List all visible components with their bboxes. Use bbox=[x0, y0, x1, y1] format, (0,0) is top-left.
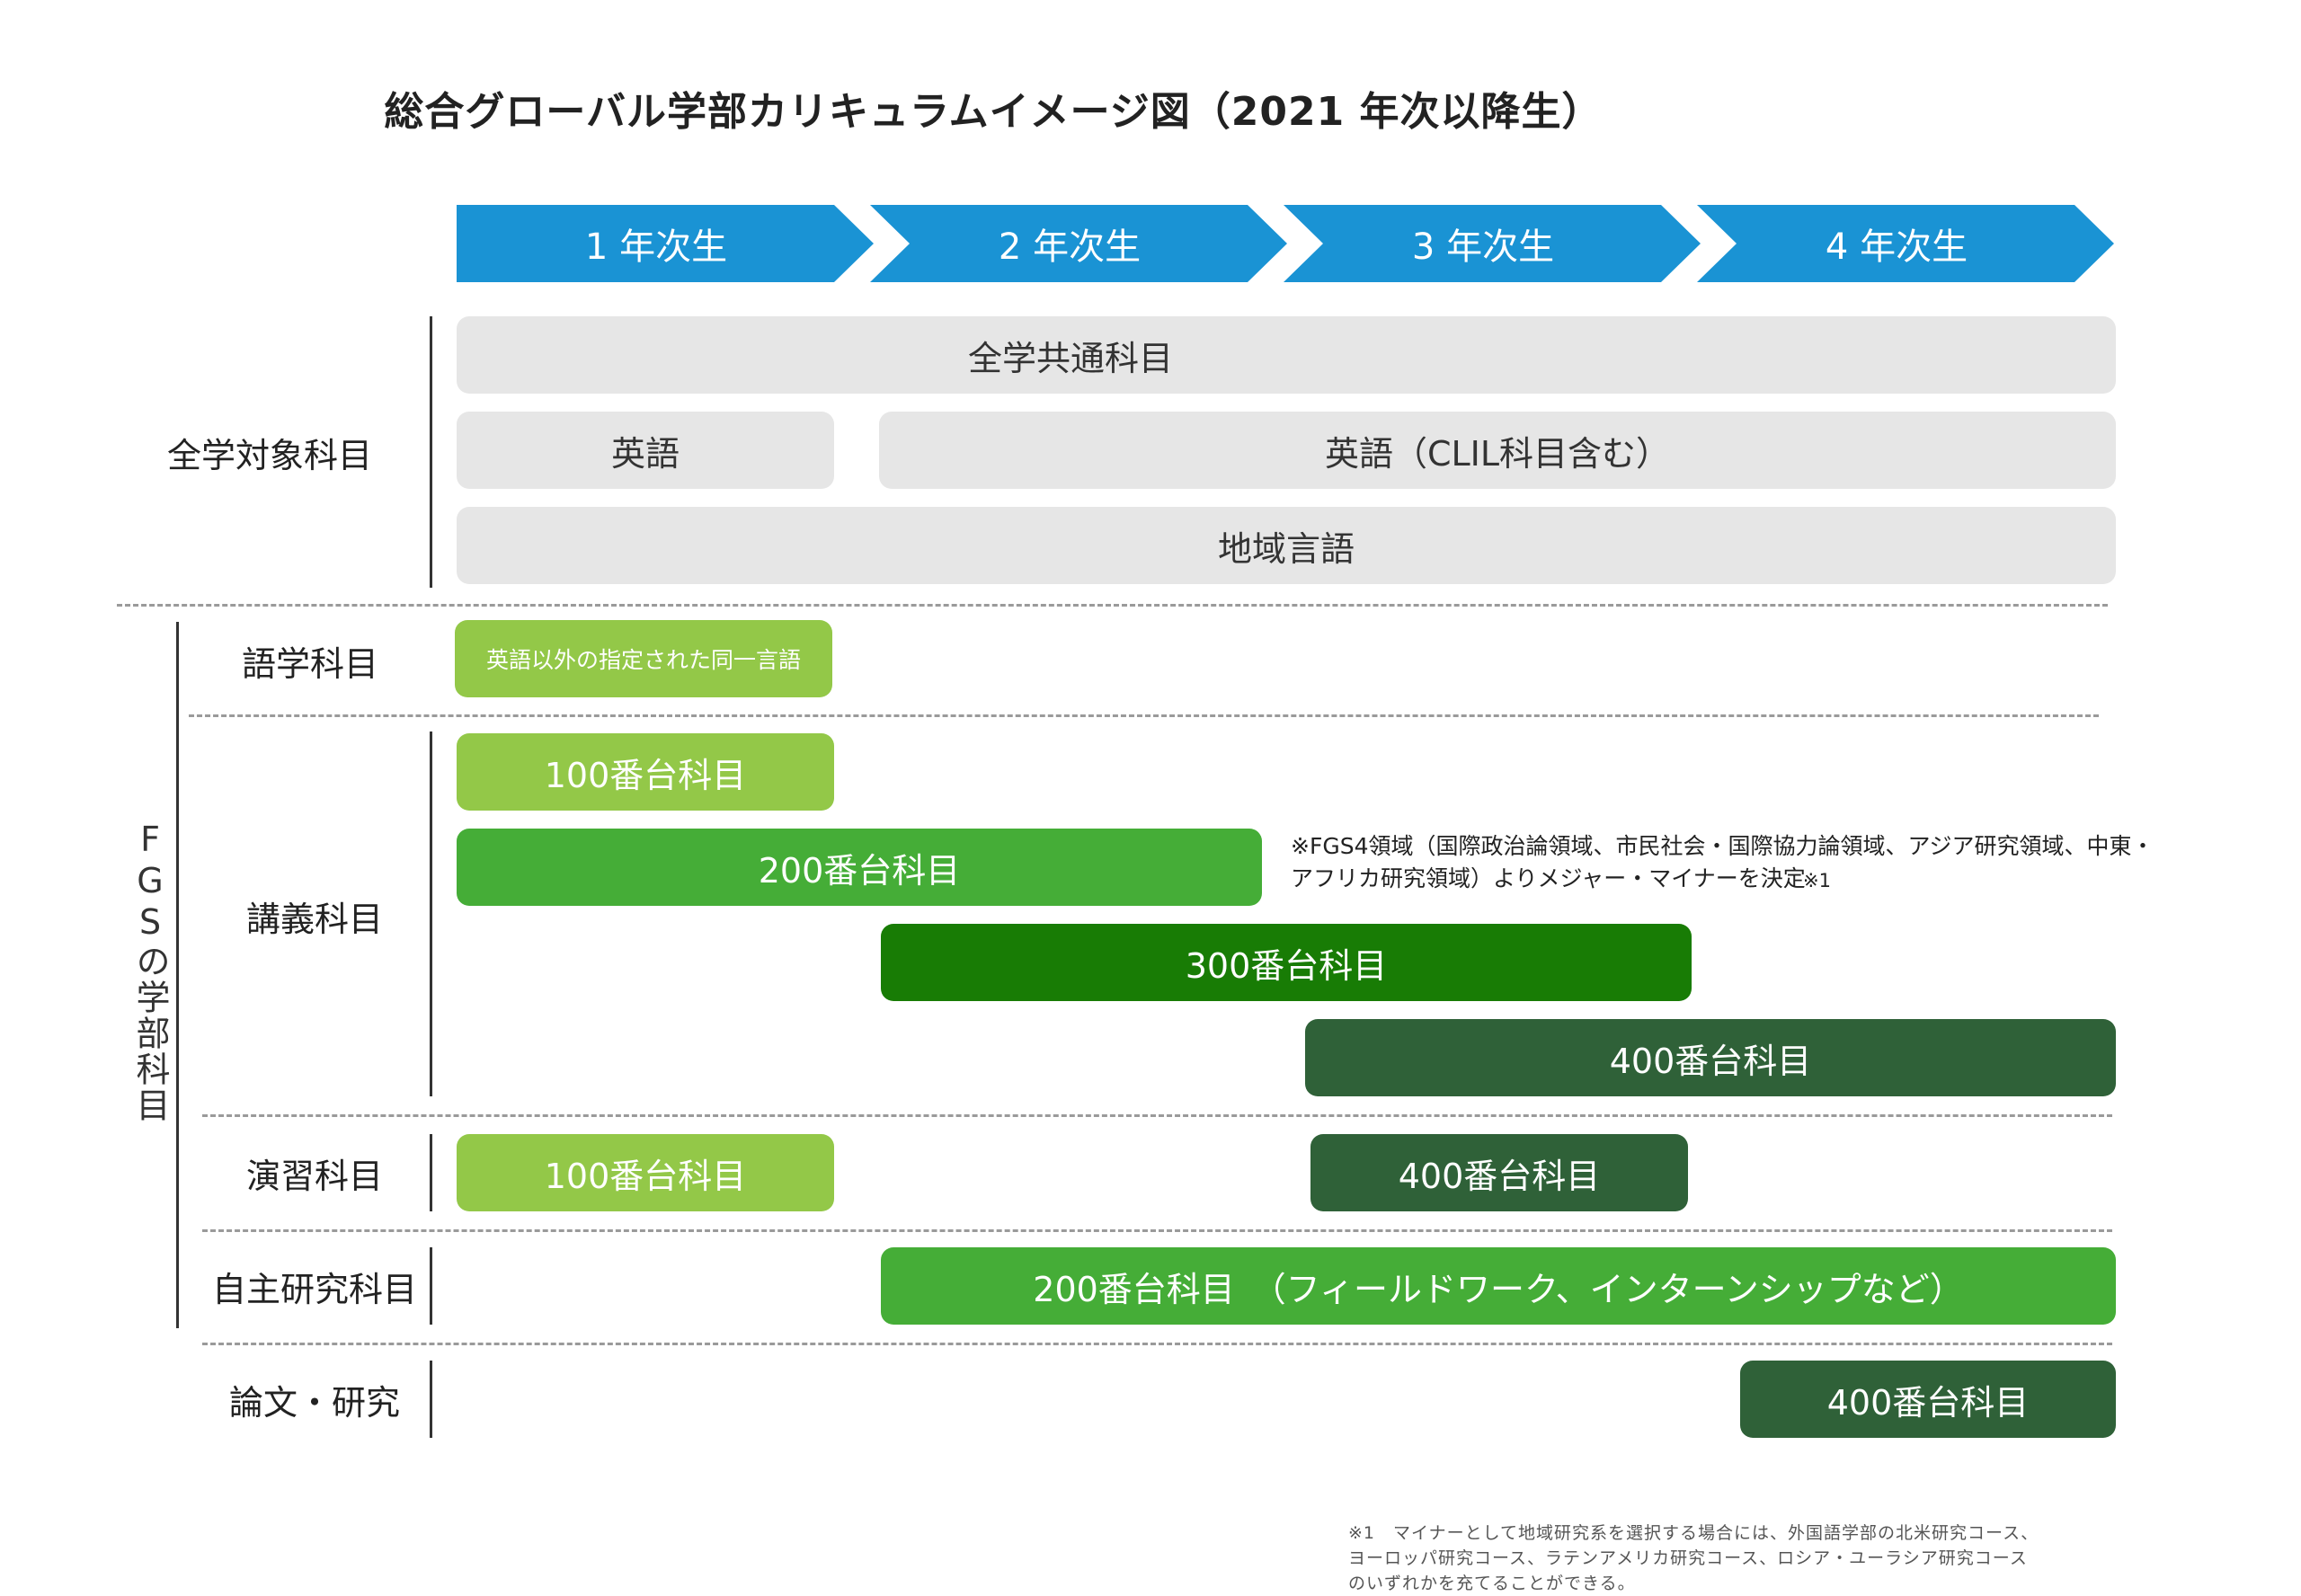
bar-common-subjects: 全学共通科目 bbox=[457, 316, 2116, 394]
thesis-line bbox=[430, 1361, 432, 1438]
row-divider bbox=[202, 1114, 2112, 1117]
year-1-arrow: 1 年次生 bbox=[457, 205, 874, 282]
row-label-independent: 自主研究科目 bbox=[211, 1269, 417, 1309]
bar-independent-200: 200番台科目 （フィールドワーク、インターンシップなど） bbox=[881, 1247, 2116, 1325]
independent-line bbox=[430, 1247, 432, 1325]
row-divider bbox=[202, 1343, 2112, 1345]
year-4-arrow: 4 年次生 bbox=[1697, 205, 2114, 282]
note-fgs4-line2: アフリカ研究領域）よりメジャー・マイナーを決定 bbox=[1291, 865, 1806, 891]
fgs-bracket-line bbox=[176, 622, 179, 1328]
section-divider bbox=[117, 604, 2108, 607]
row-divider bbox=[202, 1229, 2112, 1232]
row-label-seminar: 演習科目 bbox=[245, 1156, 383, 1196]
group-label-fgs: FGSの学部科目 bbox=[130, 820, 170, 1123]
bar-language-other: 英語以外の指定された同一言語 bbox=[455, 620, 832, 697]
divider-line bbox=[430, 316, 432, 588]
year-3-arrow: 3 年次生 bbox=[1284, 205, 1701, 282]
row-label-language: 語学科目 bbox=[241, 643, 378, 684]
bar-lecture-200: 200番台科目 bbox=[457, 829, 1262, 906]
bar-lecture-400: 400番台科目 bbox=[1305, 1019, 2116, 1096]
group-label-all-university: 全学対象科目 bbox=[166, 435, 372, 475]
bar-thesis-400: 400番台科目 bbox=[1740, 1361, 2116, 1438]
seminar-line bbox=[430, 1134, 432, 1211]
bar-seminar-400: 400番台科目 bbox=[1310, 1134, 1688, 1211]
footnote-line2: ヨーロッパ研究コース、ラテンアメリカ研究コース、ロシア・ユーラシア研究コース bbox=[1348, 1548, 2028, 1568]
bar-lecture-300: 300番台科目 bbox=[881, 924, 1692, 1001]
note-fgs4-ref: ※1 bbox=[1803, 870, 1831, 891]
bar-seminar-100: 100番台科目 bbox=[457, 1134, 834, 1211]
bar-lecture-100: 100番台科目 bbox=[457, 733, 834, 811]
footnote-line3: のいずれかを充てることができる。 bbox=[1348, 1574, 1636, 1593]
footnote-line1: ※1 マイナーとして地域研究系を選択する場合には、外国語学部の北米研究コース、 bbox=[1348, 1523, 2039, 1543]
bar-english-clil: 英語（CLIL科目含む） bbox=[879, 412, 2116, 489]
page-title: 総合グローバル学部カリキュラムイメージ図（2021 年次以降生） bbox=[384, 89, 1603, 135]
bar-regional-language: 地域言語 bbox=[457, 507, 2116, 584]
row-divider bbox=[189, 714, 2099, 717]
row-label-lecture: 講義科目 bbox=[245, 899, 383, 939]
row-label-thesis: 論文・研究 bbox=[228, 1382, 400, 1423]
note-fgs4-line1: ※FGS4領域（国際政治論領域、市民社会・国際協力論領域、アジア研究領域、中東・ bbox=[1291, 833, 2154, 859]
year-2-arrow: 2 年次生 bbox=[870, 205, 1287, 282]
lecture-line bbox=[430, 732, 432, 1096]
bar-english: 英語 bbox=[457, 412, 834, 489]
